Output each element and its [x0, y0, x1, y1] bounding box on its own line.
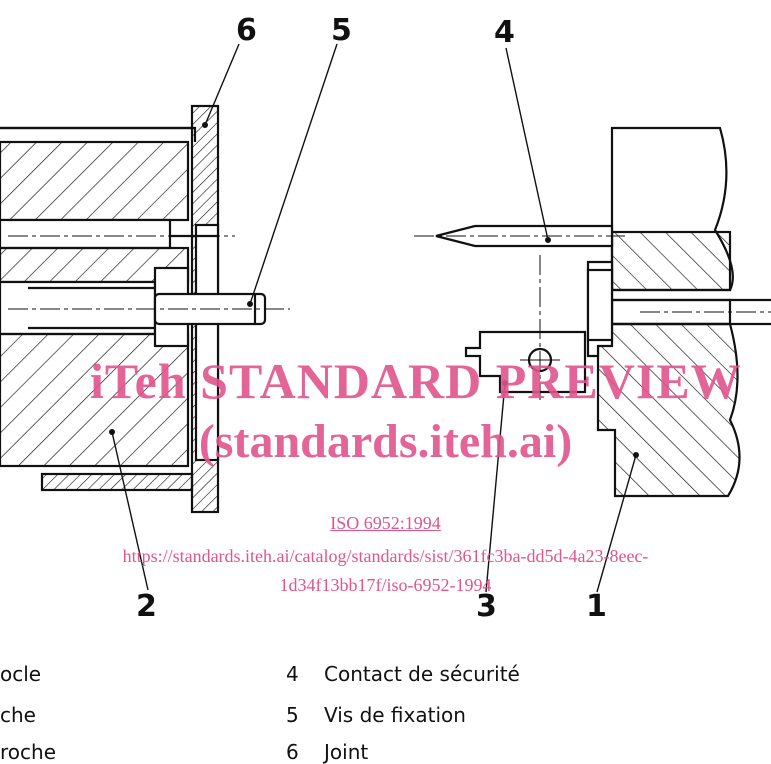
locking-piece	[464, 330, 587, 394]
watermark-subtitle: (standards.iteh.ai)	[198, 415, 573, 468]
legend-text-1: ocle	[0, 662, 42, 686]
watermark-url-line2[interactable]: 1d34f13bb17f/iso-6952-1994	[279, 575, 492, 595]
legend-item-3: roche	[0, 740, 56, 764]
right-assembly	[414, 126, 771, 498]
left-channel	[0, 218, 172, 250]
legend-item-5: 5 Vis de fixation	[286, 703, 466, 727]
callout-4: 4	[494, 15, 515, 50]
legend-item-6: 6 Joint	[286, 740, 368, 764]
legend-text-3: roche	[0, 740, 56, 764]
callout-2: 2	[136, 589, 157, 624]
legend-text-4: Contact de sécurité	[324, 662, 520, 686]
left-upper-block	[0, 140, 190, 222]
callout-6: 6	[236, 13, 257, 48]
legend-num-4: 4	[286, 662, 299, 686]
watermark-url-line1[interactable]: https://standards.iteh.ai/catalog/standa…	[122, 546, 649, 566]
watermark-title: iTeh STANDARD PREVIEW	[90, 353, 742, 409]
callout-1: 1	[586, 589, 607, 624]
legend-item-1: ocle	[0, 662, 41, 686]
legend-num-6: 6	[286, 740, 299, 764]
left-assembly	[0, 104, 290, 514]
legend-item-2: che	[0, 703, 36, 727]
legend-text-5: Vis de fixation	[324, 703, 466, 727]
left-lower-block	[0, 332, 190, 468]
legend-item-4: 4 Contact de sécurité	[286, 662, 520, 686]
callout-5: 5	[331, 13, 352, 48]
leader-dots	[109, 122, 639, 458]
base-body	[596, 322, 741, 498]
leader-lines	[111, 43, 637, 593]
callout-3: 3	[476, 589, 497, 624]
left-bottom-bar	[40, 472, 194, 492]
legend-text-2: che	[0, 703, 36, 727]
watermark-standard-link[interactable]: ISO 6952:1994	[330, 513, 441, 533]
legend-num-5: 5	[286, 703, 299, 727]
legend-text-6: Joint	[324, 740, 369, 764]
